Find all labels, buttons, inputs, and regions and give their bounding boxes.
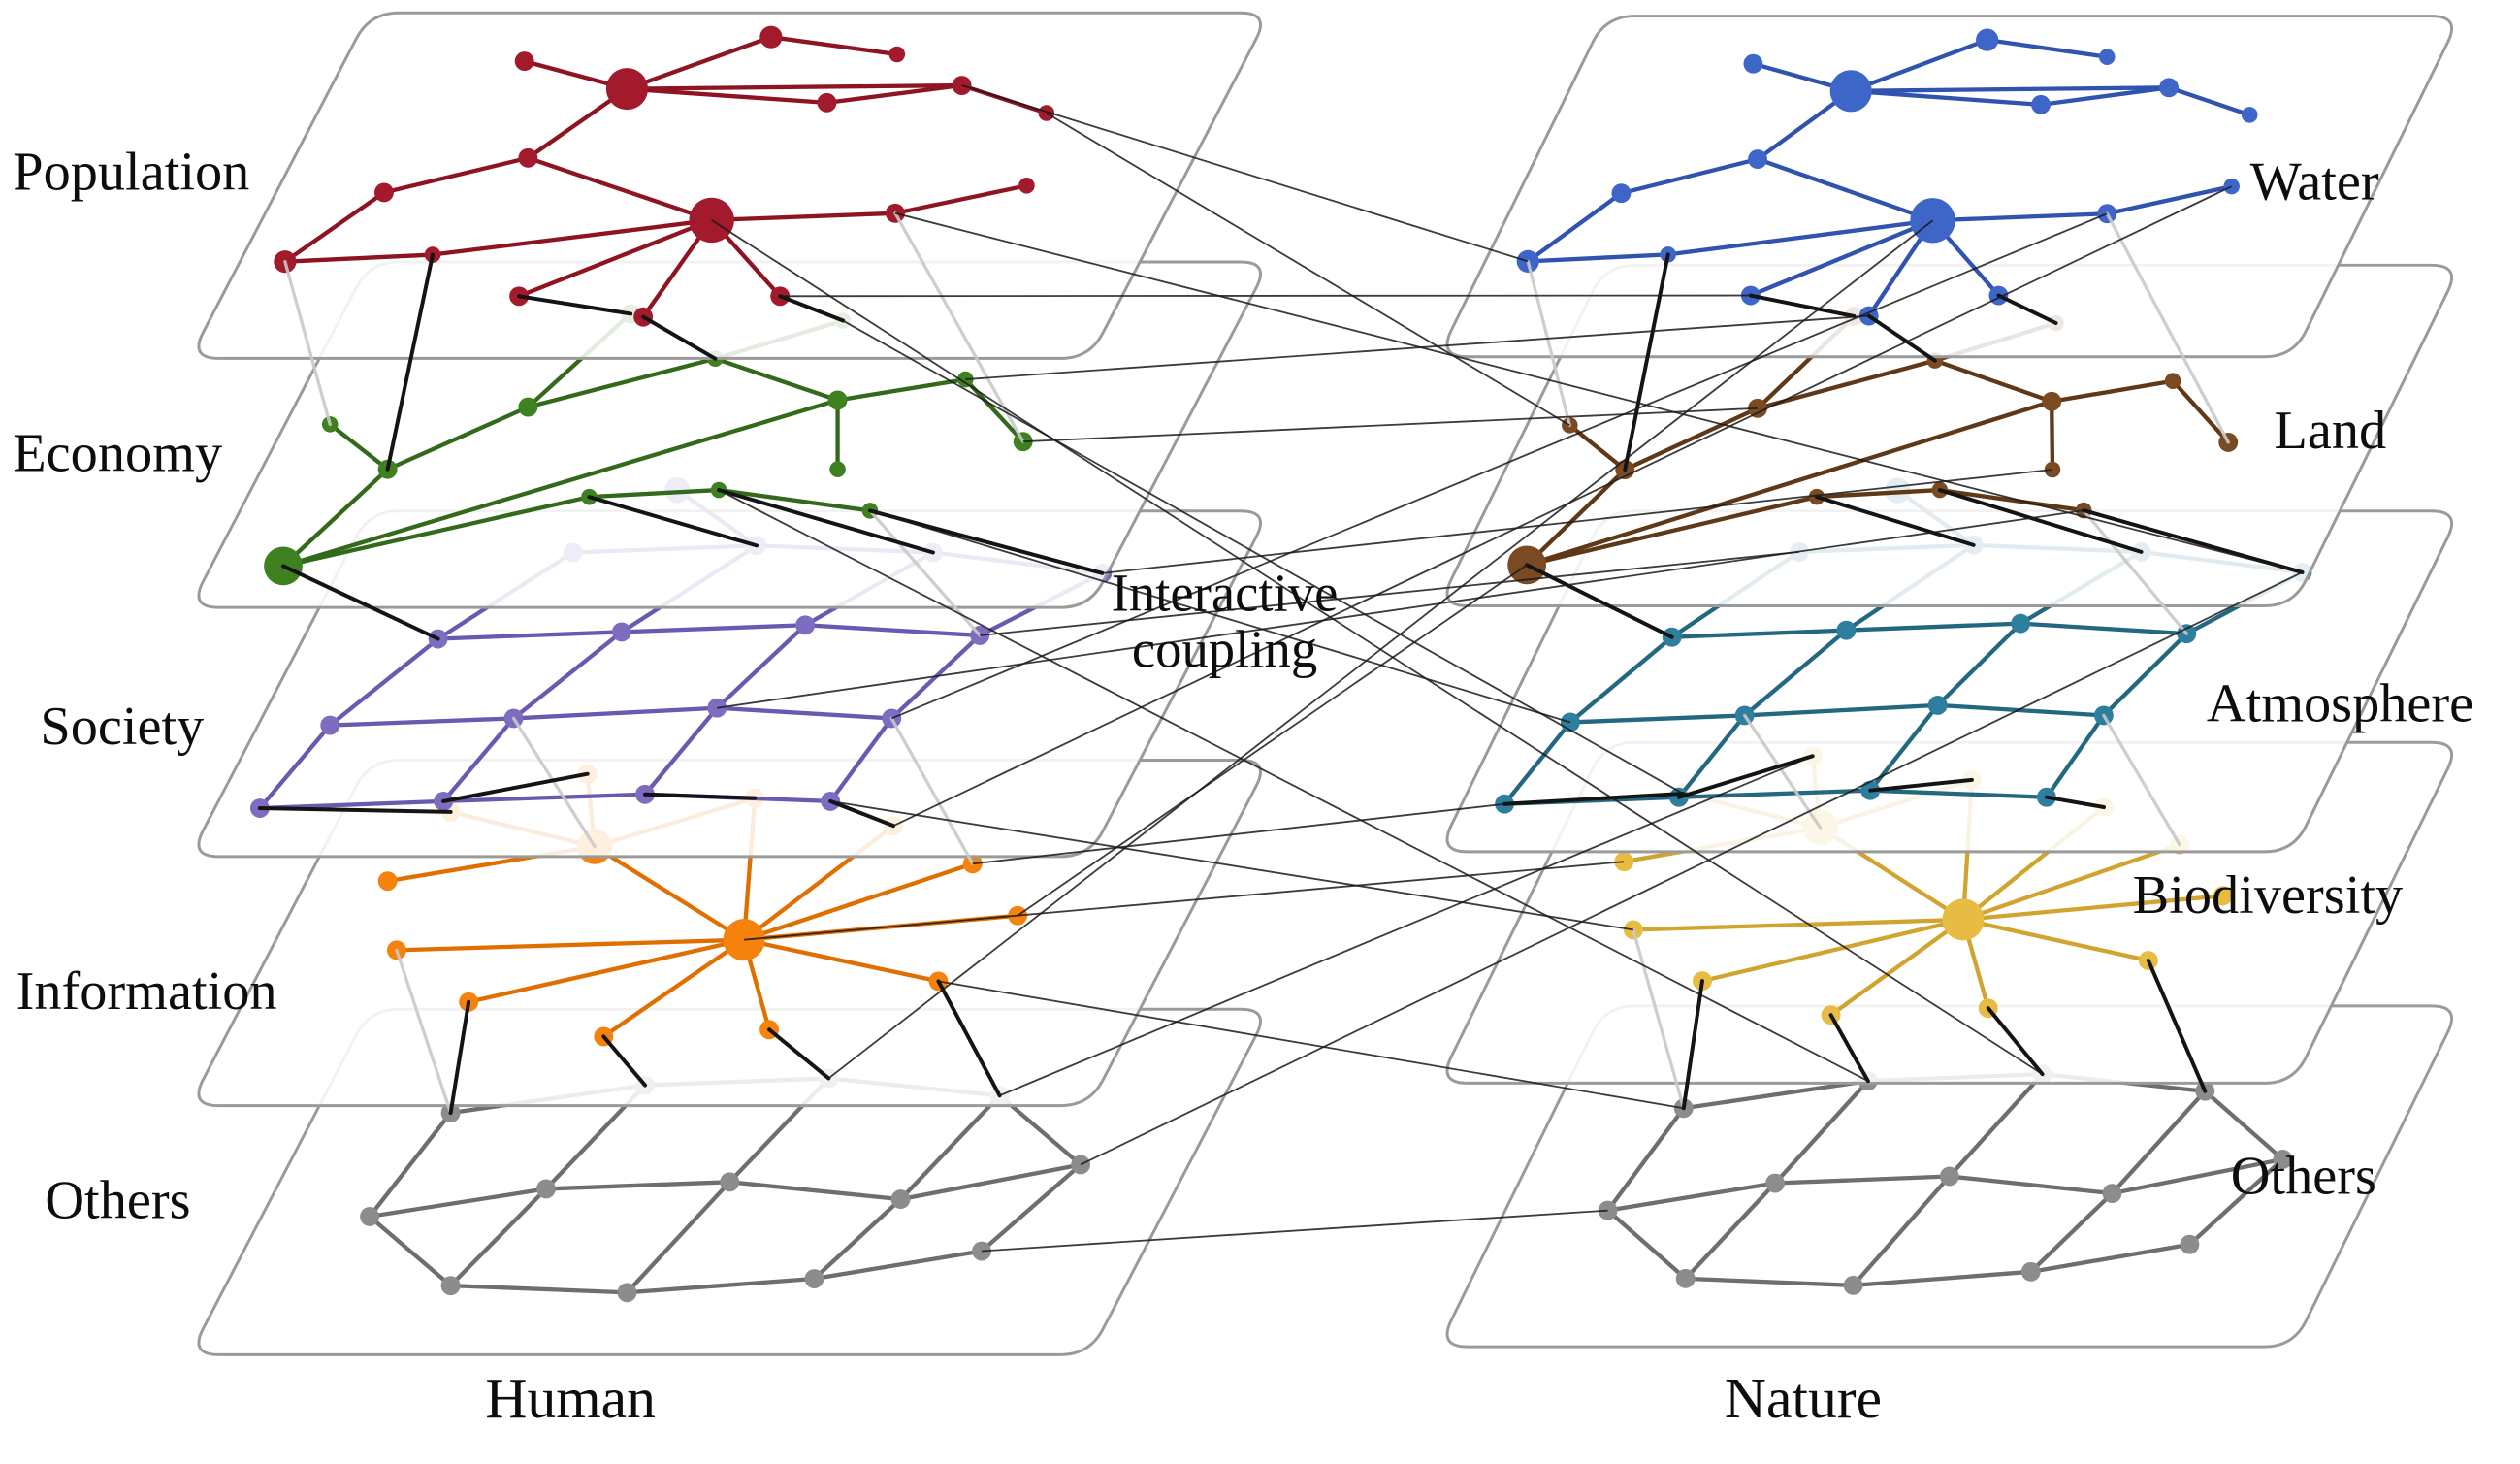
coupling-label-line2: coupling [1132,619,1317,678]
network-graphics [197,11,2453,1356]
layer-nature-others [1445,1004,2453,1349]
diagram-labels: Population Economy Society Information O… [13,142,2473,1429]
layer-human-population [197,11,1262,360]
layer-label-water: Water [2250,151,2379,211]
layer-label-information: Information [16,961,277,1022]
layer-label-land: Land [2274,401,2386,461]
coupling-label-line1: Interactive [1112,563,1339,622]
layer-label-atmosphere: Atmosphere [2207,674,2473,734]
stack-label-nature: Nature [1725,1366,1882,1430]
layer-label-population: Population [13,142,249,202]
layer-label-economy: Economy [13,423,222,483]
layer-label-biodiversity: Biodiversity [2133,865,2403,926]
interlayer-links [257,211,2305,1116]
layer-nature-water [1445,15,2453,359]
layer-label-society: Society [40,697,204,757]
layer-label-others-left: Others [45,1171,190,1231]
layer-label-others-right: Others [2231,1147,2376,1207]
interactive-coupling-links [711,84,2303,1253]
stack-label-human: Human [485,1366,656,1430]
